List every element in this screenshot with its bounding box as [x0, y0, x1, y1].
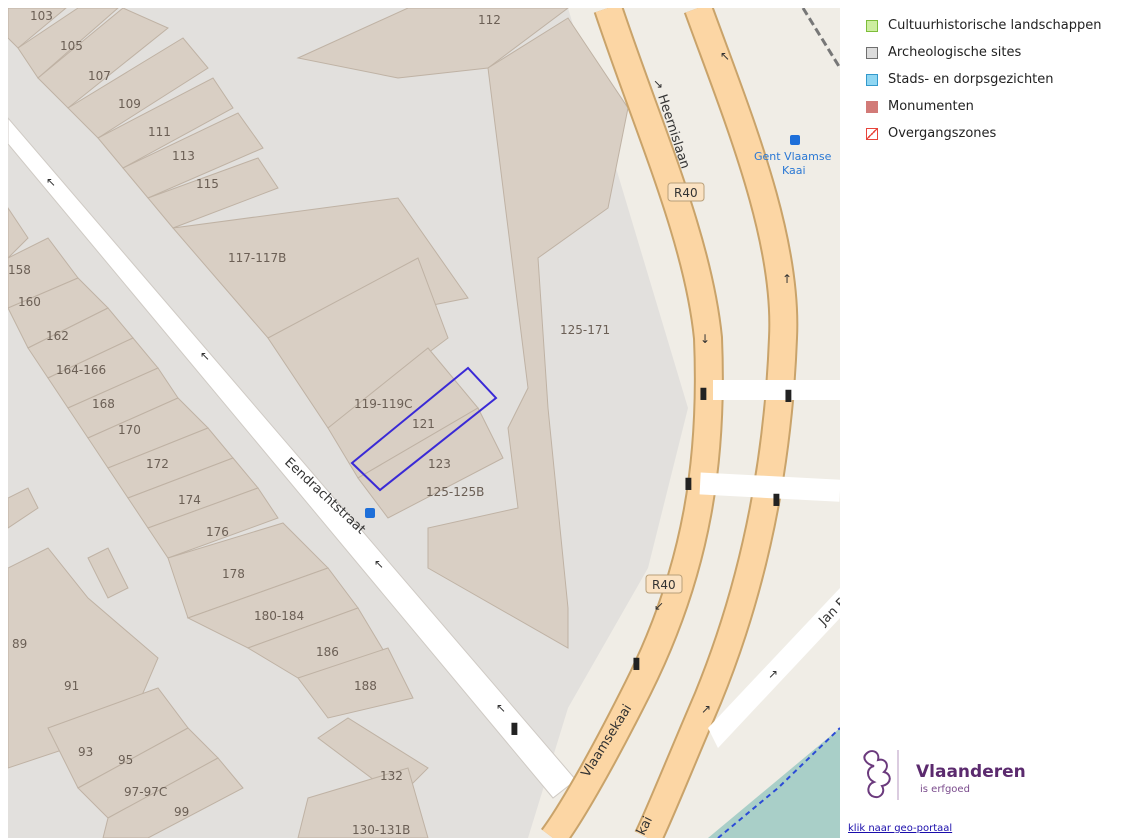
- lion-icon: [863, 750, 899, 800]
- svg-text:103: 103: [30, 9, 53, 23]
- legend-label: Cultuurhistorische landschappen: [888, 18, 1102, 33]
- crossing-road-2: [699, 472, 840, 502]
- road-eendrachtstraat: [8, 117, 577, 799]
- svg-text:178: 178: [222, 567, 245, 581]
- svg-text:188: 188: [354, 679, 377, 693]
- svg-text:▮: ▮: [684, 473, 693, 492]
- svg-text:97-97C: 97-97C: [124, 785, 167, 799]
- svg-text:119-119C: 119-119C: [354, 397, 413, 411]
- house-numbers: 103 105 107 109 111 113 115 112 117-117B…: [8, 9, 610, 837]
- buildings-northeast: [296, 8, 629, 649]
- svg-text:174: 174: [178, 493, 201, 507]
- svg-text:121: 121: [412, 417, 435, 431]
- svg-text:186: 186: [316, 645, 339, 659]
- svg-text:93: 93: [78, 745, 93, 759]
- legend: Cultuurhistorische landschappen Archeolo…: [866, 14, 1138, 149]
- legend-item-stads-en-dorpsgezichten: Stads- en dorpsgezichten: [866, 68, 1138, 91]
- svg-text:162: 162: [46, 329, 69, 343]
- svg-text:158: 158: [8, 263, 31, 277]
- svg-text:↖: ↖: [200, 349, 210, 363]
- map-canvas: ▮ ▮ ▮ ▮ ▮ ▮ ↖ ↖ ↖ ↖ ↘ ↓ ↙ ↖ ↑ ↗ ↗ Gent V…: [8, 8, 840, 838]
- street-label-vlaamsekaai-2: kai: [634, 814, 656, 838]
- svg-text:▮: ▮: [784, 385, 793, 404]
- legend-swatch: [866, 73, 878, 86]
- svg-text:↙: ↙: [654, 599, 664, 613]
- road-r40-southbound: [542, 8, 722, 838]
- svg-text:125-171: 125-171: [560, 323, 610, 337]
- svg-text:↖: ↖: [46, 175, 56, 189]
- legend-label: Archeologische sites: [888, 45, 1022, 60]
- svg-text:125-125B: 125-125B: [426, 485, 484, 499]
- svg-text:↖: ↖: [496, 701, 506, 715]
- selected-parcel[interactable]: [350, 366, 498, 492]
- crossing-road-1: [713, 380, 840, 400]
- legend-swatch: [866, 46, 878, 59]
- svg-text:123: 123: [428, 457, 451, 471]
- legend-swatch: [866, 127, 878, 140]
- svg-text:130-131B: 130-131B: [352, 823, 410, 837]
- svg-text:↗: ↗: [701, 702, 711, 716]
- svg-text:180-184: 180-184: [254, 609, 304, 623]
- svg-text:115: 115: [196, 177, 219, 191]
- svg-text:▮: ▮: [772, 489, 781, 508]
- legend-label: Overgangszones: [888, 126, 997, 141]
- svg-text:113: 113: [172, 149, 195, 163]
- svg-text:89: 89: [12, 637, 27, 651]
- svg-text:170: 170: [118, 423, 141, 437]
- legend-label: Stads- en dorpsgezichten: [888, 72, 1054, 87]
- legend-label: Monumenten: [888, 99, 974, 114]
- brand-name: Vlaanderen: [916, 762, 1026, 782]
- svg-text:↑: ↑: [782, 272, 792, 286]
- route-shield-r40-bottom: R40: [645, 574, 683, 594]
- traffic-lights: ▮ ▮ ▮ ▮ ▮ ▮: [510, 383, 793, 737]
- bus-stop-name-line1: Gent Vlaamse: [754, 150, 832, 163]
- bus-stop-name-line2: Kaai: [782, 164, 806, 177]
- svg-text:95: 95: [118, 753, 133, 767]
- svg-text:↓: ↓: [700, 332, 710, 346]
- map-viewport[interactable]: ▮ ▮ ▮ ▮ ▮ ▮ ↖ ↖ ↖ ↖ ↘ ↓ ↙ ↖ ↑ ↗ ↗ Gent V…: [8, 8, 840, 838]
- svg-text:↖: ↖: [720, 49, 730, 63]
- vlaanderen-logo: Vlaanderen is erfgoed: [858, 746, 1058, 806]
- route-shield-r40-top: R40: [667, 182, 705, 202]
- legend-item-cultuurhistorische-landschappen: Cultuurhistorische landschappen: [866, 14, 1138, 37]
- svg-text:160: 160: [18, 295, 41, 309]
- svg-text:168: 168: [92, 397, 115, 411]
- road-jan: [708, 588, 840, 748]
- svg-text:105: 105: [60, 39, 83, 53]
- svg-text:99: 99: [174, 805, 189, 819]
- svg-text:111: 111: [148, 125, 171, 139]
- svg-text:112: 112: [478, 13, 501, 27]
- svg-text:91: 91: [64, 679, 79, 693]
- brand-tagline: is erfgoed: [920, 784, 970, 795]
- svg-text:R40: R40: [652, 578, 676, 592]
- svg-text:▮: ▮: [699, 383, 708, 402]
- buildings-west: [8, 8, 504, 838]
- water-area: [708, 728, 840, 838]
- svg-text:117-117B: 117-117B: [228, 251, 286, 265]
- svg-text:↖: ↖: [374, 557, 384, 571]
- oneway-arrows: ↖ ↖ ↖ ↖ ↘ ↓ ↙ ↖ ↑ ↗ ↗: [46, 49, 792, 716]
- legend-item-archeologische-sites: Archeologische sites: [866, 41, 1138, 64]
- legend-swatch: [866, 19, 878, 32]
- svg-text:R40: R40: [674, 186, 698, 200]
- bus-stop-icons: [365, 135, 800, 518]
- road-r40-northbound: [636, 8, 797, 838]
- svg-text:↗: ↗: [768, 667, 778, 681]
- svg-text:↘: ↘: [653, 77, 663, 91]
- legend-item-overgangszones: Overgangszones: [866, 122, 1138, 145]
- svg-text:▮: ▮: [510, 718, 519, 737]
- svg-text:172: 172: [146, 457, 169, 471]
- legend-swatch: [866, 100, 878, 113]
- boundary-line: [717, 727, 840, 838]
- geo-portal-link[interactable]: klik naar geo-portaal: [848, 823, 953, 834]
- svg-text:176: 176: [206, 525, 229, 539]
- svg-text:107: 107: [88, 69, 111, 83]
- svg-text:164-166: 164-166: [56, 363, 106, 377]
- svg-text:132: 132: [380, 769, 403, 783]
- svg-text:▮: ▮: [632, 653, 641, 672]
- legend-item-monumenten: Monumenten: [866, 95, 1138, 118]
- svg-text:109: 109: [118, 97, 141, 111]
